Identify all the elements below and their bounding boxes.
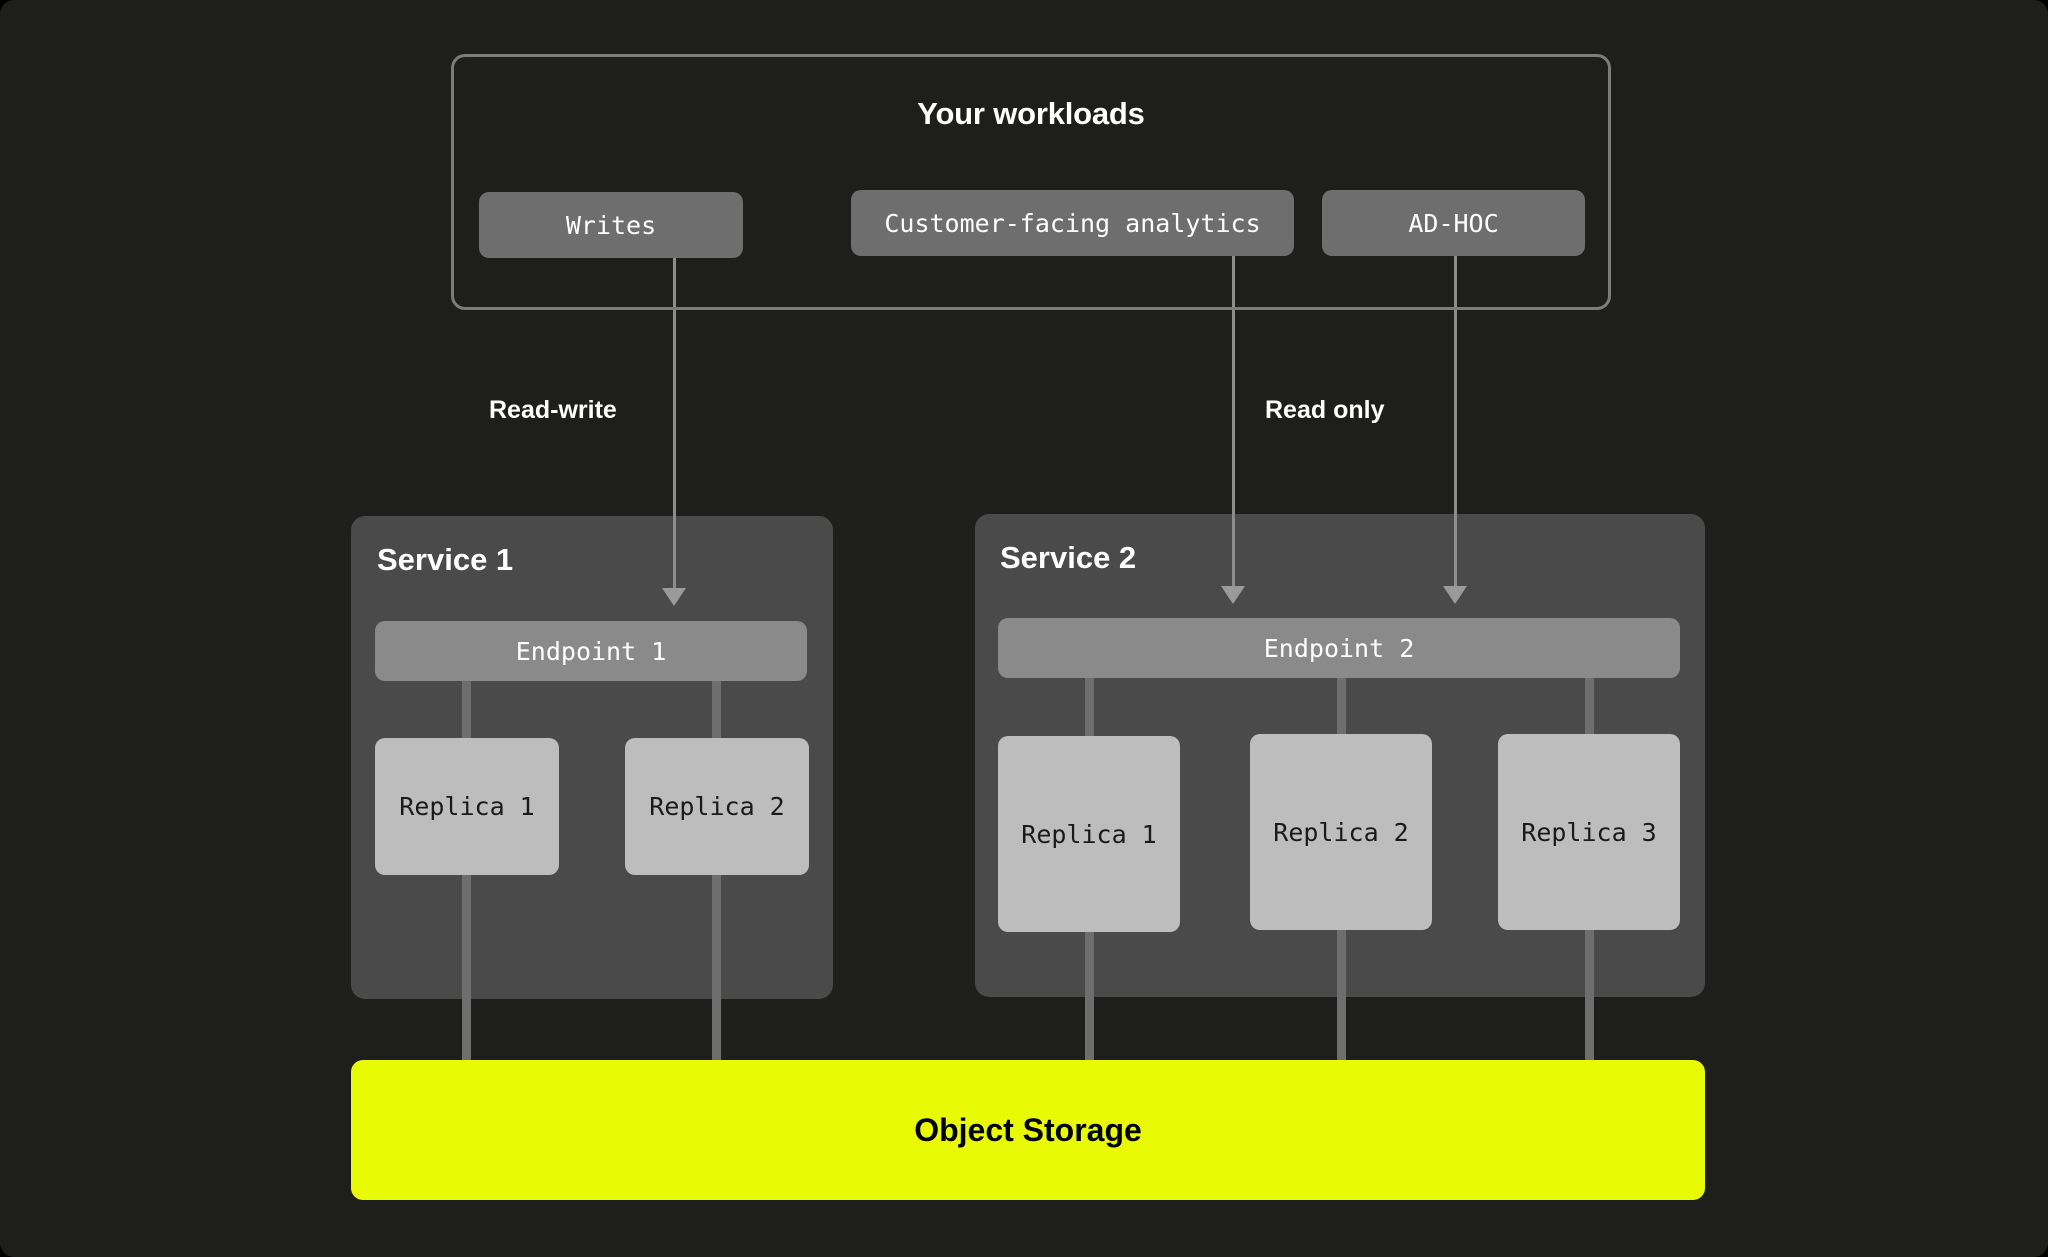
arrow-adhoc-to-endpoint2-line [1454,256,1457,591]
service-1-replica-1[interactable]: Replica 1 [375,738,559,875]
connector-endpoint2-replica1 [1085,673,1094,743]
connector-endpoint1-replica1 [462,676,471,746]
workload-pill-writes[interactable]: Writes [479,192,743,258]
workloads-container [451,54,1611,310]
connector-endpoint1-replica2 [712,676,721,746]
workload-pill-ad-hoc[interactable]: AD-HOC [1322,190,1585,256]
service-2-replica-2[interactable]: Replica 2 [1250,734,1432,930]
edge-label-read-only: Read only [1265,396,1385,424]
arrow-customer-to-endpoint2-head-icon [1221,586,1245,604]
connector-s2replica2-storage [1337,925,1346,1066]
endpoint-1-bar[interactable]: Endpoint 1 [375,621,807,681]
connector-endpoint2-replica2 [1337,673,1346,743]
connector-s2replica3-storage [1585,925,1594,1066]
arrow-adhoc-to-endpoint2-head-icon [1443,586,1467,604]
object-storage-bar[interactable]: Object Storage [351,1060,1705,1200]
arrow-writes-to-endpoint1-head-icon [662,588,686,606]
endpoint-2-bar[interactable]: Endpoint 2 [998,618,1680,678]
arrow-customer-to-endpoint2-line [1232,256,1235,591]
connector-endpoint2-replica3 [1585,673,1594,743]
service-1-title: Service 1 [377,542,514,577]
edge-label-read-write: Read-write [489,396,617,424]
workloads-title: Your workloads [917,96,1145,131]
service-2-replica-1[interactable]: Replica 1 [998,736,1180,932]
connector-s1replica1-storage [462,868,471,1066]
connector-s2replica1-storage [1085,925,1094,1066]
service-2-replica-3[interactable]: Replica 3 [1498,734,1680,930]
workload-pill-customer-facing-analytics[interactable]: Customer-facing analytics [851,190,1294,256]
service-1-replica-2[interactable]: Replica 2 [625,738,809,875]
arrow-writes-to-endpoint1-line [673,258,676,593]
connector-s1replica2-storage [712,868,721,1066]
service-2-title: Service 2 [1000,540,1137,575]
